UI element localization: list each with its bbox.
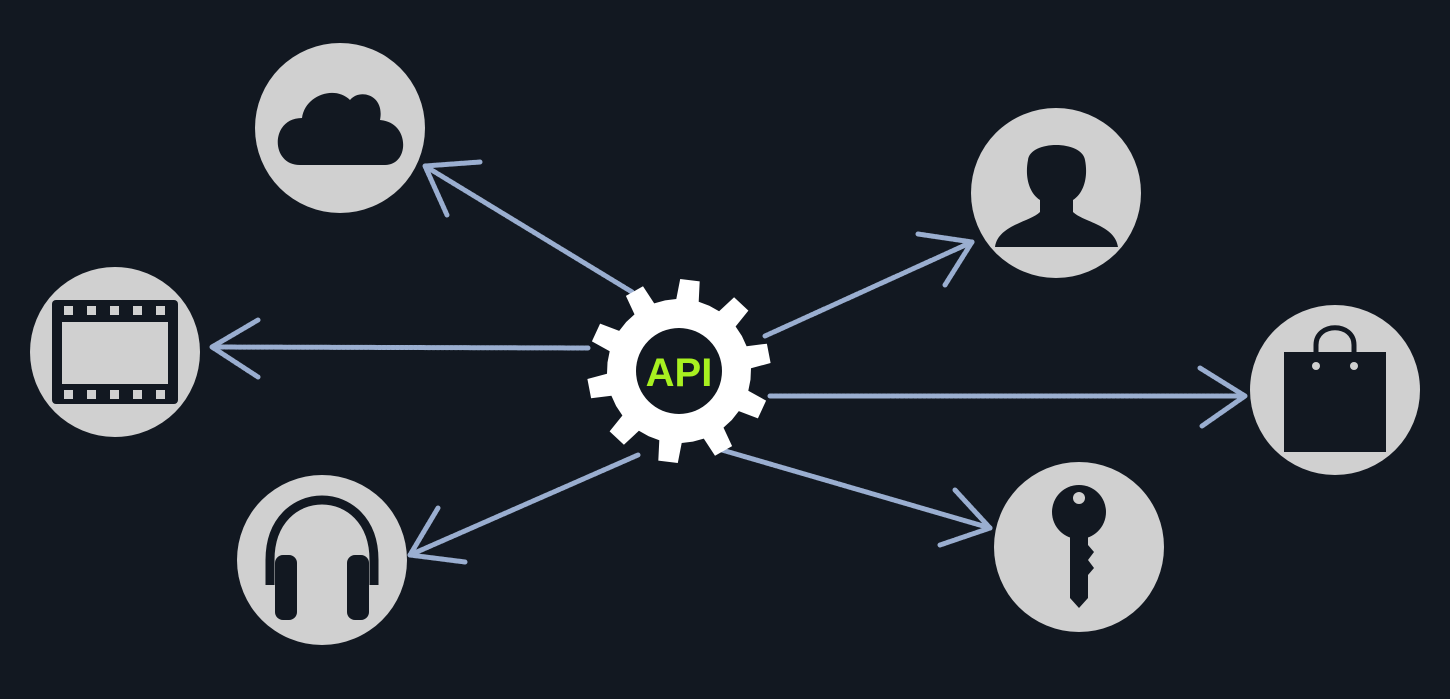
user-node — [971, 108, 1141, 278]
headphones-icon — [265, 495, 379, 620]
arrow-to-film — [209, 317, 591, 380]
cloud-node — [255, 43, 425, 213]
arrow-to-key — [719, 447, 993, 548]
key-icon — [1052, 485, 1106, 608]
shopping-bag-node — [1250, 305, 1420, 475]
arrow-to-cloud — [422, 159, 635, 295]
arrow-to-bag — [767, 365, 1248, 429]
user-icon — [995, 145, 1118, 247]
headphones-node — [237, 475, 407, 645]
api-label: API — [646, 351, 713, 395]
film-node — [30, 267, 200, 437]
arrow-to-user — [762, 231, 975, 339]
api-gear: API — [587, 279, 771, 463]
cloud-icon — [277, 92, 404, 165]
key-node — [994, 462, 1164, 632]
film-icon — [52, 300, 178, 404]
arrow-to-headphones — [407, 452, 641, 565]
shopping-bag-icon — [1284, 325, 1386, 452]
